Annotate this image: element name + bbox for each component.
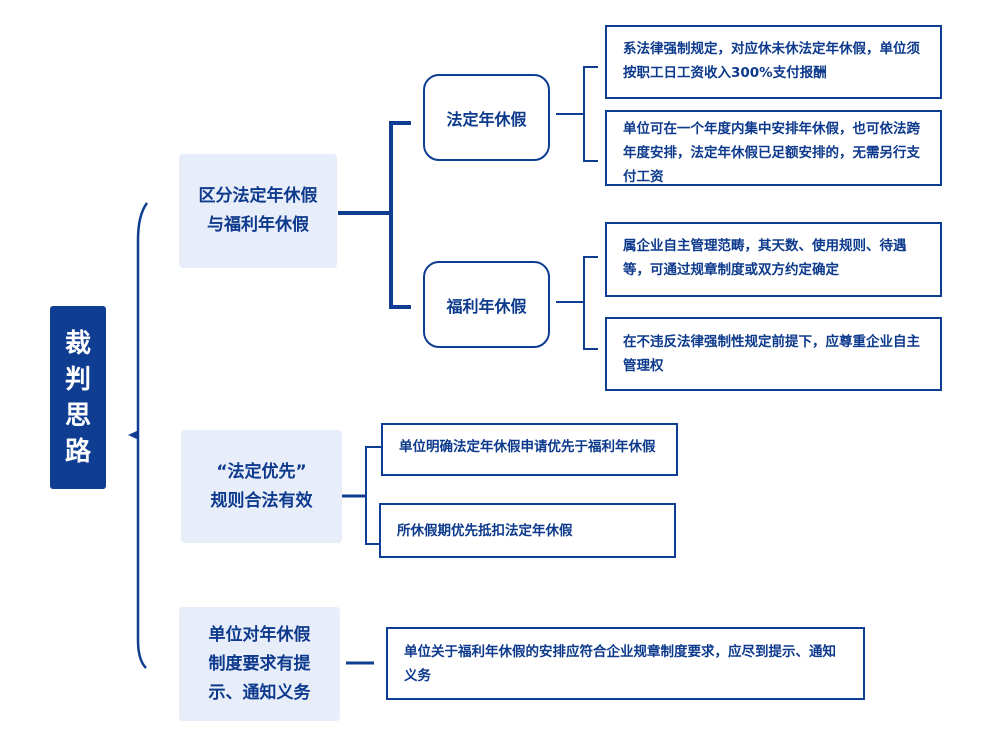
category-node-statutory-priority: “法定优先” 规则合法有效 (181, 430, 342, 543)
leaf-node: 单位明确法定年休假申请优先于福利年休假 (381, 423, 678, 476)
leaf-text: 属企业自主管理范畴，其天数、使用规则、待遇等，可通过规章制度或双方约定确定 (623, 238, 907, 278)
category-label-line: 与福利年休假 (207, 215, 309, 235)
leaf-text: 系法律强制规定，对应休未休法定年休假，单位须按职工日工资收入300%支付报酬 (623, 41, 920, 81)
sub2-bracket (583, 256, 598, 350)
leaf-text: 单位关于福利年休假的安排应符合企业规章制度要求，应尽到提示、通知义务 (404, 643, 836, 684)
cat2-bracket (365, 446, 384, 545)
subcategory-label: 法定年休假 (446, 109, 527, 129)
category-node-distinguish: 区分法定年休假 与福利年休假 (179, 154, 337, 268)
root-char: 判 (64, 364, 91, 395)
root-node: 裁 判 思 路 (50, 306, 106, 489)
subcategory-node-statutory-leave: 法定年休假 (423, 74, 550, 161)
category-label-line: 区分法定年休假 (198, 186, 318, 206)
root-brace (136, 202, 149, 669)
root-char: 路 (64, 436, 91, 467)
sub1-bracket (583, 66, 598, 162)
category-label-line: 制度要求有提 (208, 653, 311, 674)
leaf-node: 单位关于福利年休假的安排应符合企业规章制度要求，应尽到提示、通知义务 (386, 627, 865, 700)
category-label-line: 规则合法有效 (210, 490, 313, 511)
leaf-node: 属企业自主管理范畴，其天数、使用规则、待遇等，可通过规章制度或双方约定确定 (605, 222, 942, 297)
leaf-node: 单位可在一个年度内集中安排年休假，也可依法跨年度安排，法定年休假已足额安排的，无… (605, 110, 942, 186)
cat1-bracket (389, 121, 411, 309)
leaf-node: 在不违反法律强制性规定前提下，应尊重企业自主管理权 (605, 317, 942, 391)
category-label-line: 单位对年休假 (208, 624, 311, 645)
leaf-text: 所休假期优先抵扣法定年休假 (397, 522, 573, 539)
category-node-notification-duty: 单位对年休假 制度要求有提 示、通知义务 (179, 607, 340, 721)
root-char: 思 (64, 400, 91, 431)
leaf-node: 系法律强制规定，对应休未休法定年休假，单位须按职工日工资收入300%支付报酬 (605, 25, 942, 99)
category-label-line: 示、通知义务 (208, 682, 311, 703)
root-char: 裁 (64, 328, 91, 359)
subcategory-label: 福利年休假 (446, 296, 527, 316)
leaf-node: 所休假期优先抵扣法定年休假 (379, 503, 676, 558)
category-label-line: “法定优先” (216, 461, 307, 482)
root-brace-pointer (128, 430, 139, 440)
leaf-text: 在不违反法律强制性规定前提下，应尊重企业自主管理权 (623, 334, 920, 374)
leaf-text: 单位可在一个年度内集中安排年休假，也可依法跨年度安排，法定年休假已足额安排的，无… (623, 121, 920, 185)
subcategory-node-welfare-leave: 福利年休假 (423, 261, 550, 348)
leaf-text: 单位明确法定年休假申请优先于福利年休假 (399, 439, 656, 455)
